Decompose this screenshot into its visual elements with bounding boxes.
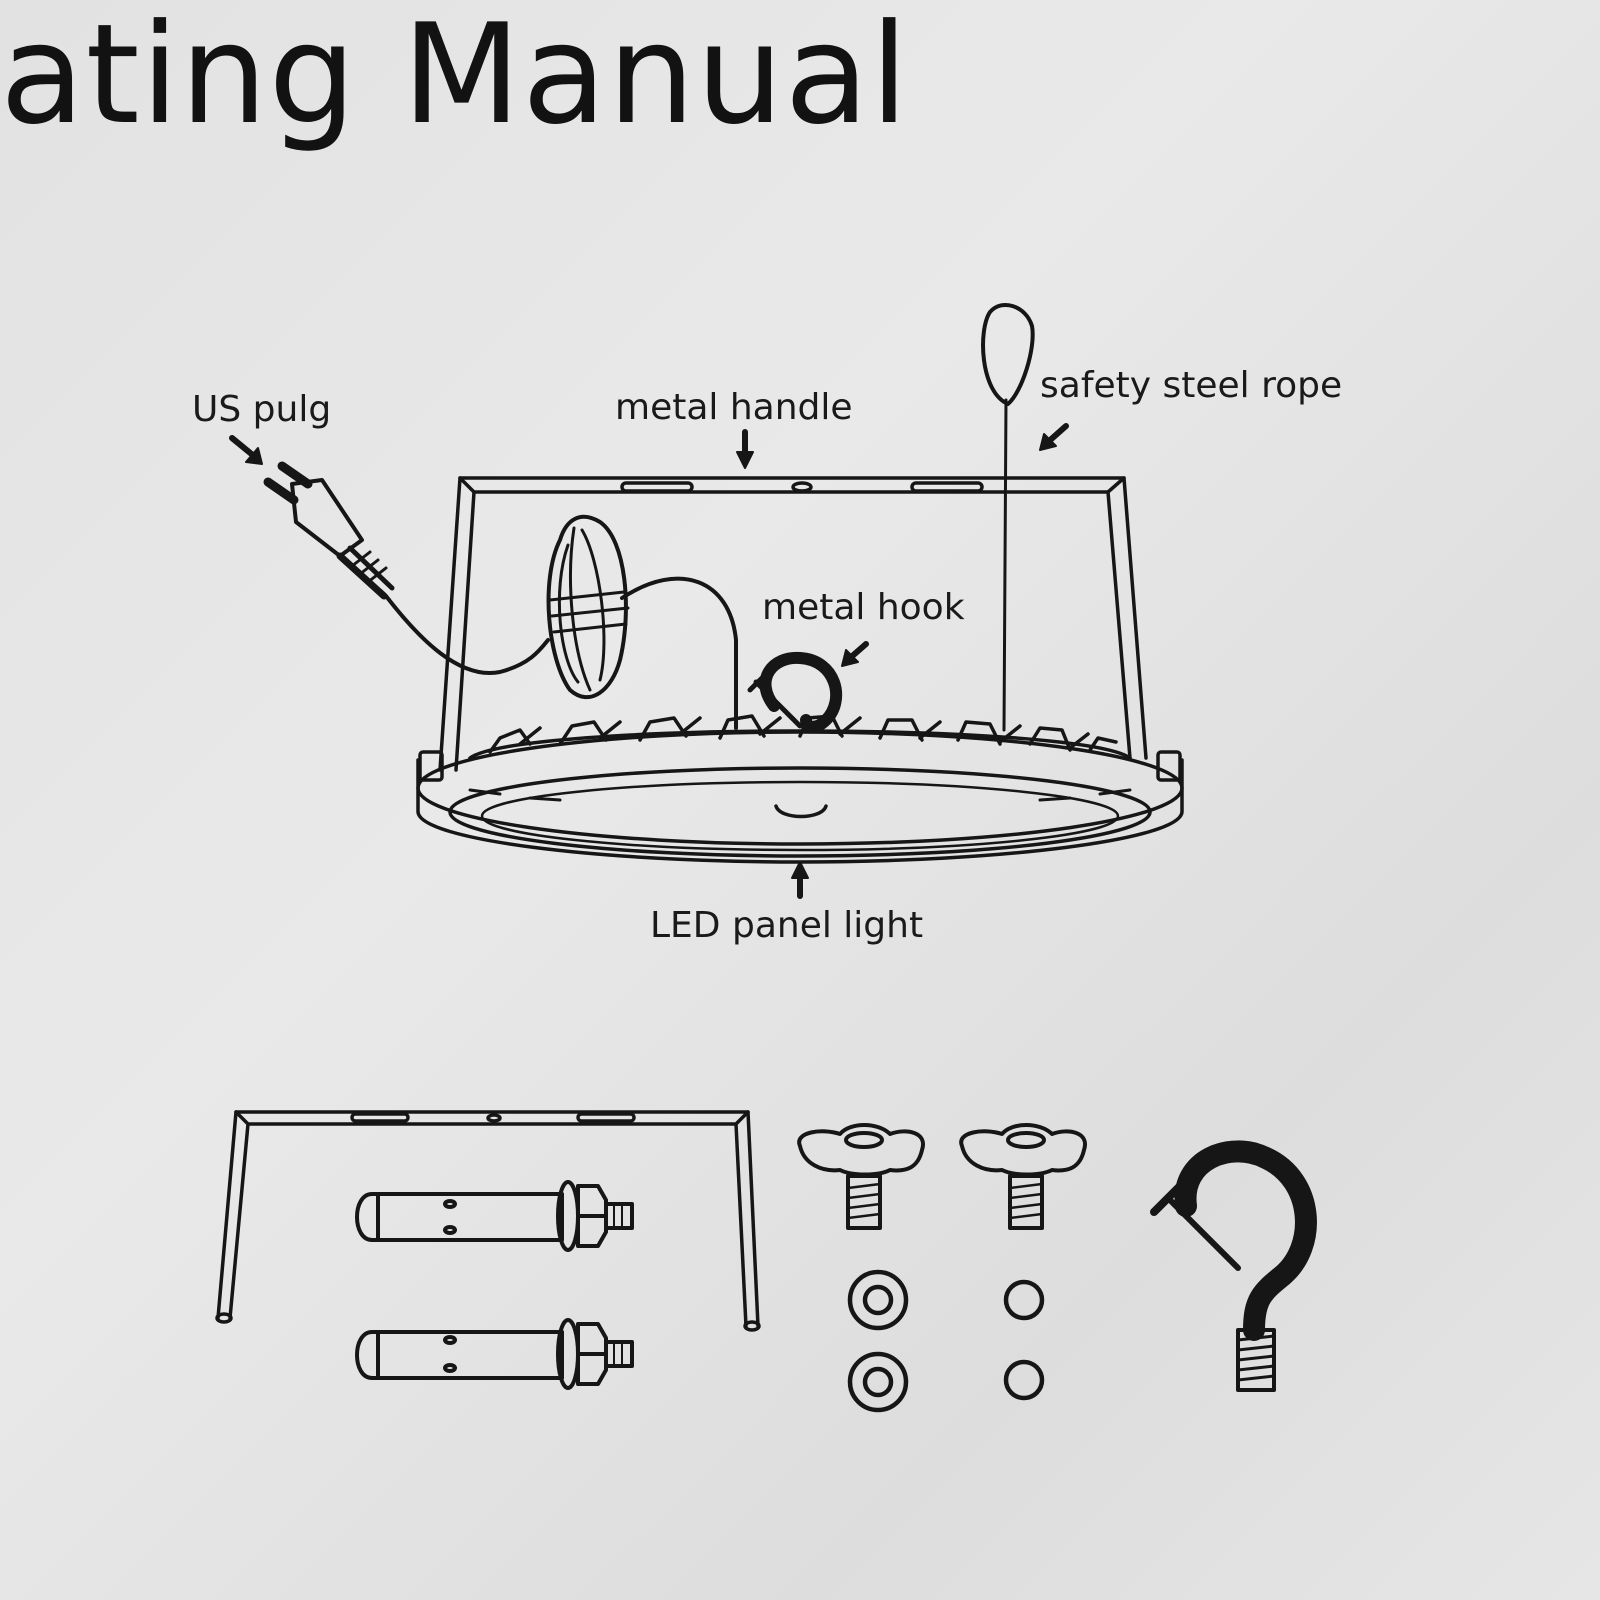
thumb-screw-icon xyxy=(797,1123,1087,1230)
metal-hook-icon xyxy=(747,651,843,733)
thumb-screw-2 xyxy=(959,1123,1087,1230)
pointer-arrows xyxy=(229,423,1069,899)
safety-rope-icon xyxy=(981,302,1035,732)
label-us-plug: US pulg xyxy=(192,389,332,430)
washer-large-1 xyxy=(847,1269,909,1331)
metal-handle-icon xyxy=(438,476,1148,772)
question-hook-icon xyxy=(1150,1140,1317,1392)
label-led-panel-light: LED panel light xyxy=(650,905,924,946)
washer-icon xyxy=(847,1269,1045,1413)
led-panel-light-icon xyxy=(416,714,1184,864)
coiled-cord-icon xyxy=(384,514,738,730)
expansion-bolt-2 xyxy=(355,1318,634,1390)
page-title: ating Manual xyxy=(0,0,910,155)
expansion-bolt-1 xyxy=(355,1180,634,1252)
arrow-metal-handle xyxy=(736,429,754,469)
arrow-metal-hook xyxy=(841,641,869,667)
thumb-screw-1 xyxy=(797,1123,925,1230)
washer-small-2 xyxy=(1003,1359,1045,1401)
expansion-bolt-icon xyxy=(355,1180,634,1390)
label-safety-steel-rope: safety steel rope xyxy=(1040,365,1343,406)
label-metal-hook: metal hook xyxy=(762,587,965,628)
arrow-led-panel xyxy=(791,861,809,899)
label-metal-handle: metal handle xyxy=(615,387,853,428)
washer-small-1 xyxy=(1003,1279,1045,1321)
arrow-safety-rope xyxy=(1039,423,1069,451)
washer-large-2 xyxy=(847,1351,909,1413)
arrow-us-plug xyxy=(229,435,263,465)
spare-handle-icon xyxy=(215,1110,761,1332)
us-plug-icon xyxy=(263,461,395,600)
